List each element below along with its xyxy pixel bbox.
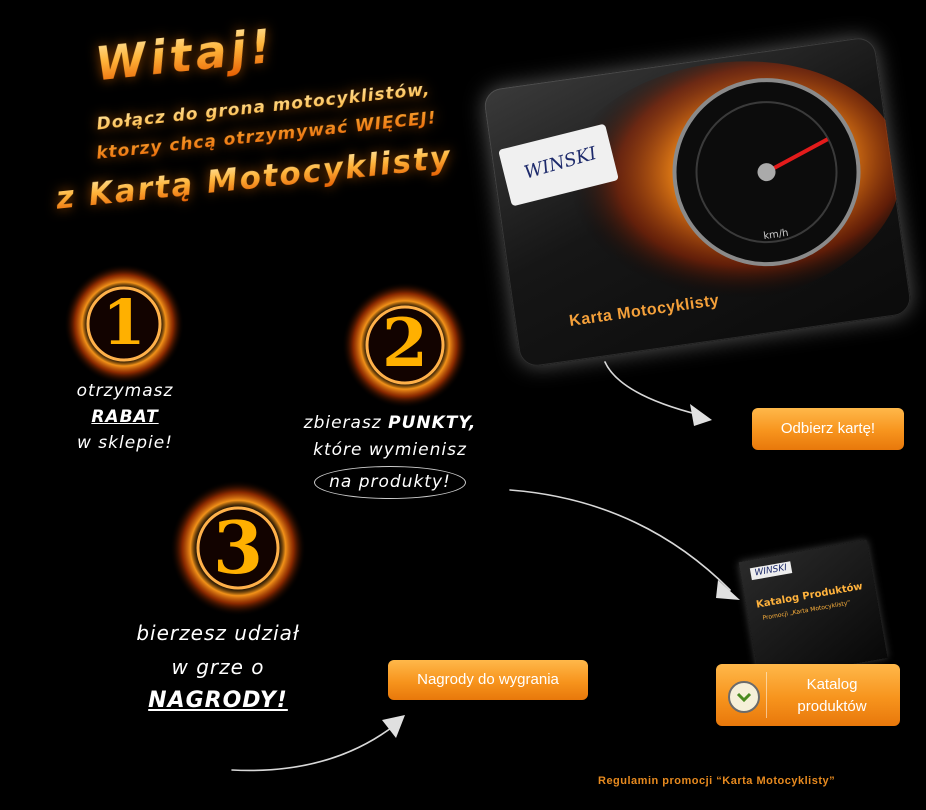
flame-ring-icon <box>342 282 468 408</box>
catalog-button-label: Katalog produktów <box>772 674 892 718</box>
catalog-button[interactable]: Katalog produktów <box>716 664 900 726</box>
catalog-button-line-1: Katalog <box>806 676 858 693</box>
step-2-badge: 2 <box>340 280 470 410</box>
download-icon <box>728 681 760 713</box>
step-1-badge: 1 <box>62 262 186 386</box>
flame-ring-icon <box>64 264 184 384</box>
step-1-line-1: otrzymasz <box>76 381 174 401</box>
step-2-line-3: na produkty! <box>314 466 466 499</box>
step-3-line-2: w grze o <box>171 655 265 679</box>
arrow-to-card-button <box>604 361 701 416</box>
catalog-button-divider <box>766 672 767 718</box>
receive-card-button[interactable]: Odbierz kartę! <box>752 408 904 450</box>
catalog-brand: WINSKI <box>749 561 792 581</box>
prizes-button[interactable]: Nagrody do wygrania <box>388 660 588 700</box>
step-1-line-3: w sklepie! <box>77 433 173 453</box>
flame-ring-icon <box>170 480 306 616</box>
chevron-down-icon <box>736 692 752 703</box>
step-2-line-1a: zbierasz <box>303 413 382 433</box>
catalog-button-line-2: produktów <box>797 698 867 715</box>
step-3-line-1: bierzesz udział <box>136 621 300 645</box>
step-2-line-1: zbierasz PUNKTY, <box>270 410 510 437</box>
member-card: WINSKI km/h Karta Motocyklisty <box>482 35 913 369</box>
arrowhead-icon <box>716 580 740 600</box>
step-3-number: 3 <box>212 505 264 590</box>
arrow-to-catalog <box>509 489 731 591</box>
step-1-line-2: RABAT <box>91 407 159 427</box>
step-2-line-2: które wymienisz <box>313 440 467 460</box>
step-2-text: zbierasz PUNKTY, które wymienisz na prod… <box>270 410 510 499</box>
step-1-number: 1 <box>102 286 146 359</box>
step-3-line-3: NAGRODY! <box>148 688 288 713</box>
step-1-text: otrzymasz RABAT w sklepie! <box>40 378 210 456</box>
step-2-number: 2 <box>382 304 428 382</box>
step-3-text: bierzesz udział w grze o NAGRODY! <box>98 616 338 718</box>
step-3-badge: 3 <box>168 478 308 618</box>
arrowhead-icon <box>382 715 405 738</box>
arrowhead-icon <box>690 404 712 426</box>
rules-link[interactable]: Regulamin promocji “Karta Motocyklisty” <box>598 775 836 787</box>
catalog-cover: WINSKI Katalog Produktów Promocji „Karta… <box>738 539 888 681</box>
brand-banner <box>498 124 619 206</box>
step-2-line-1b: PUNKTY, <box>388 413 477 433</box>
card-artwork <box>498 61 902 304</box>
arrow-to-prizes <box>231 724 396 772</box>
